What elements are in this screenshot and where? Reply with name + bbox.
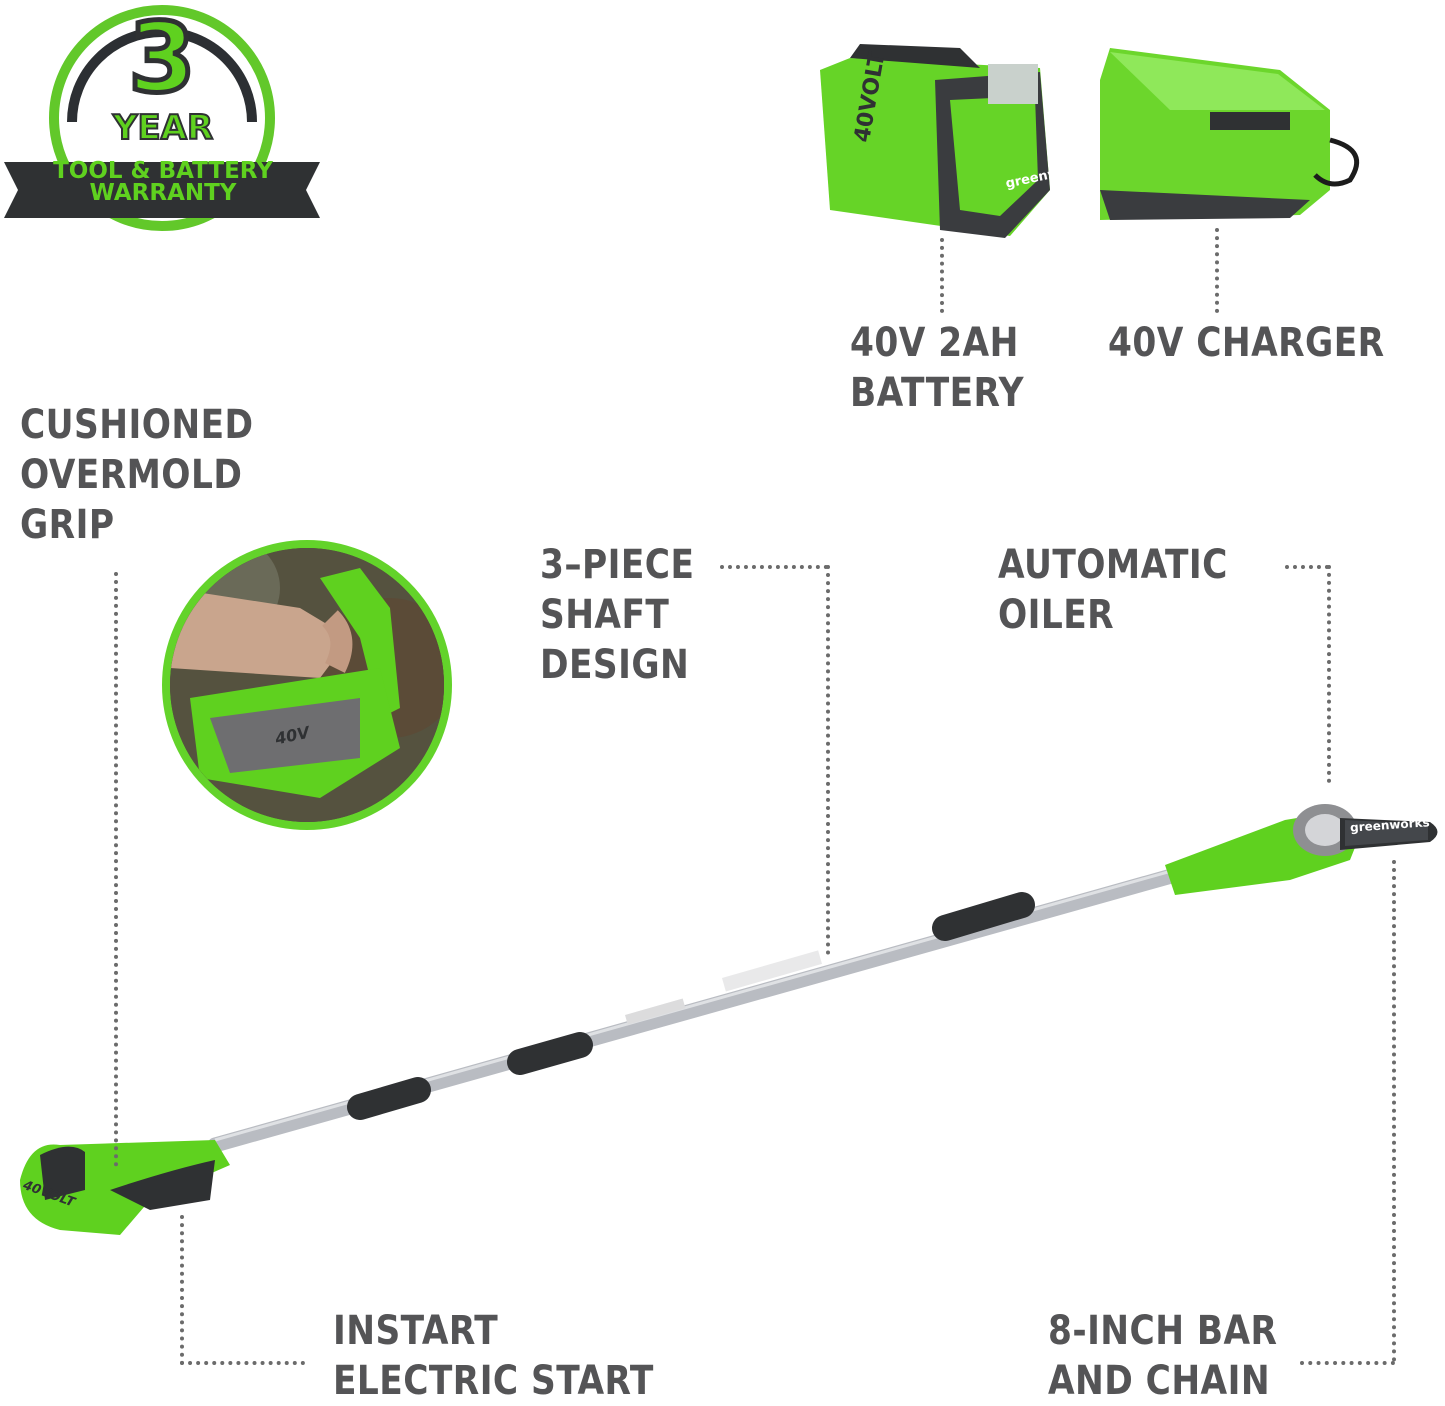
oiler-callout-line2: OILER: [998, 592, 1115, 638]
shaft-callout-line2: SHAFT: [540, 592, 670, 638]
charger-callout: 40V CHARGER: [1108, 318, 1385, 368]
oiler-callout-line1: AUTOMATIC: [998, 542, 1228, 588]
shaft-leader-line-h: [720, 565, 828, 569]
bar-leader-line-h: [1300, 1361, 1395, 1365]
battery-charger-image: greenworks 40VOLT 2.5 Ah: [810, 40, 1370, 250]
battery-callout-line2: BATTERY: [850, 370, 1024, 416]
shaft-callout: 3–PIECE SHAFT DESIGN: [540, 540, 694, 690]
warranty-badge: 3 YEAR TOOL & BATTERY WARRANTY: [0, 0, 330, 240]
bar-leader-line-v: [1392, 860, 1396, 1362]
warranty-line1: TOOL & BATTERY: [53, 158, 273, 184]
bar-callout-line1: 8-INCH BAR: [1048, 1308, 1278, 1354]
grip-callout: CUSHIONED OVERMOLD GRIP: [20, 400, 254, 550]
grip-callout-line1: CUSHIONED: [20, 402, 254, 448]
charger-callout-line1: 40V CHARGER: [1108, 320, 1385, 366]
shaft-leader-line-v: [826, 565, 830, 955]
warranty-year: YEAR: [112, 107, 214, 149]
oiler-leader-line-v: [1327, 565, 1331, 783]
charger-leader-line: [1215, 228, 1219, 313]
battery-callout: 40V 2AH BATTERY: [850, 318, 1024, 418]
shaft-callout-line1: 3–PIECE: [540, 542, 695, 588]
start-leader-line-h: [180, 1361, 305, 1365]
start-callout-line2: ELECTRIC START: [333, 1358, 654, 1404]
start-leader-line-v: [180, 1215, 184, 1365]
bar-callout-line2: AND CHAIN: [1048, 1358, 1271, 1404]
grip-leader-line: [114, 572, 118, 1167]
grip-callout-line2: OVERMOLD: [20, 452, 243, 498]
grip-callout-line3: GRIP: [20, 502, 115, 548]
oiler-leader-line-h: [1285, 565, 1329, 569]
start-callout: INSTART ELECTRIC START: [333, 1306, 654, 1406]
battery-leader-line: [940, 238, 944, 313]
start-callout-line1: INSTART: [333, 1308, 499, 1354]
bar-callout: 8-INCH BAR AND CHAIN: [1048, 1306, 1277, 1406]
warranty-number: 3: [126, 2, 198, 114]
warranty-line2: WARRANTY: [89, 180, 237, 206]
pole-saw-image: greenworks 40VOLT: [0, 760, 1445, 1250]
battery-callout-line1: 40V 2AH: [850, 320, 1019, 366]
oiler-callout: AUTOMATIC OILER: [998, 540, 1228, 640]
shaft-callout-line3: DESIGN: [540, 642, 690, 688]
